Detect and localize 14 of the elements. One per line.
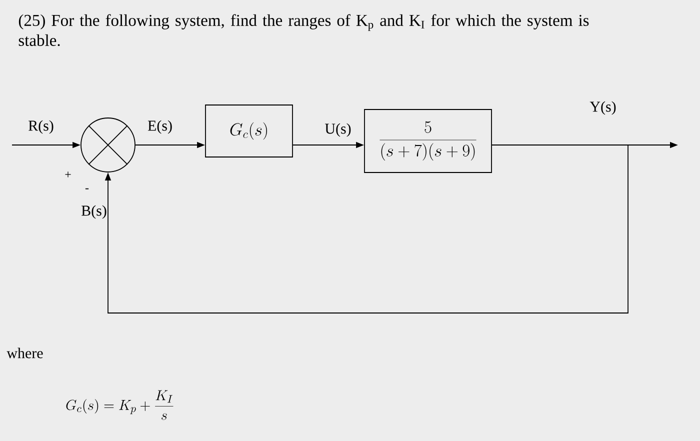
signal-label: U(s) xyxy=(325,123,351,137)
signal-label: R(s) xyxy=(28,120,54,134)
sign-label: - xyxy=(85,188,89,190)
summing-junction xyxy=(80,118,136,172)
formula: $G_c(s) = K_p + \frac{K_I}{s}$ xyxy=(66,390,174,420)
question-text: (25) For the following system, find the ranges of K$_{p}$ and K$_{I}$ for which the system is stable. xyxy=(18,14,589,46)
arrow xyxy=(104,144,628,314)
signal-label: Y(s) xyxy=(590,101,616,115)
signal-label: E(s) xyxy=(148,120,172,134)
transfer-function-box: $\frac{5}{(s+7)(s+9)}$ xyxy=(364,109,492,173)
note-text: where xyxy=(6,348,43,358)
transfer-function-box: $G_c(s)$ xyxy=(205,104,293,158)
sign-label: + xyxy=(65,172,71,178)
signal-label: B(s) xyxy=(82,205,106,219)
